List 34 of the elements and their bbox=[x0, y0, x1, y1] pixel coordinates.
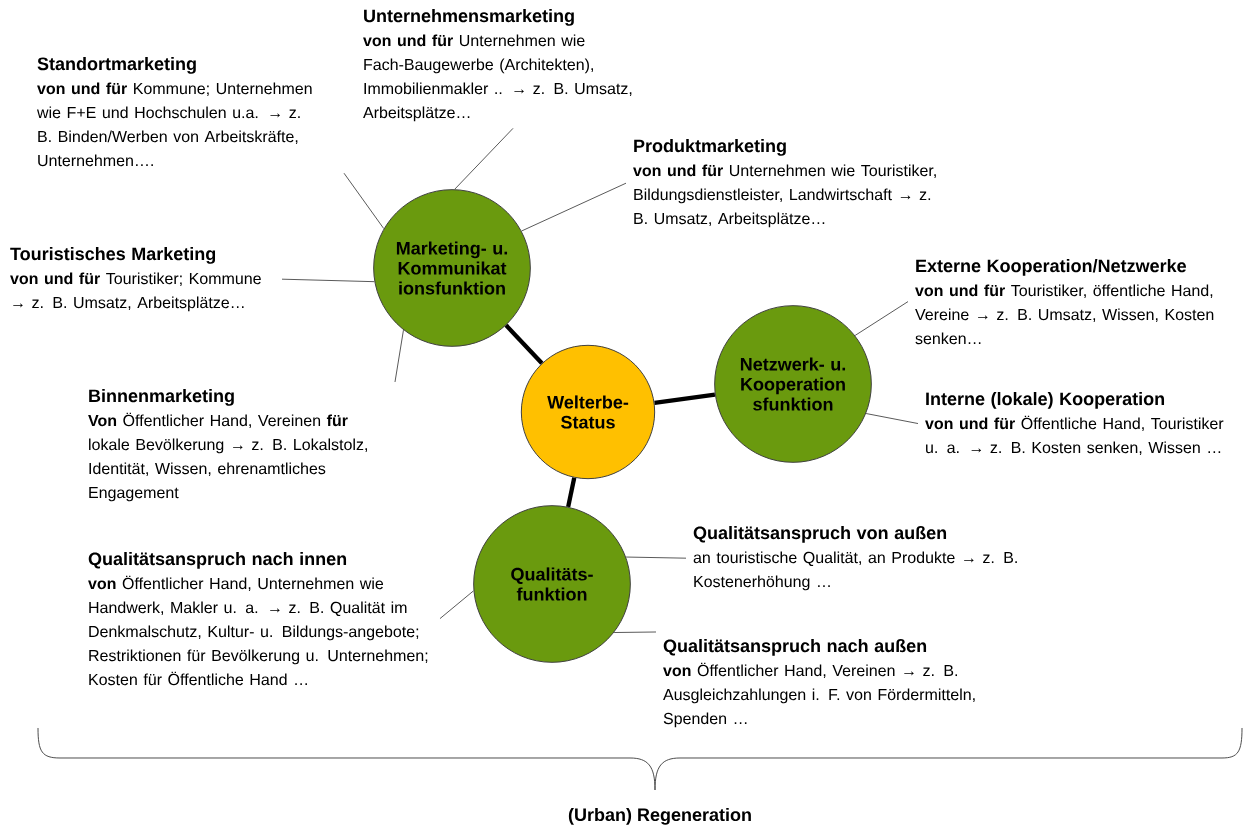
connector-line bbox=[504, 323, 544, 365]
description-text: von und für Öffentliche Hand, Touristiker u. a. → z. B. Kosten senken, Wissen … bbox=[925, 415, 1224, 456]
description-text: von und für Unternehmen wie Touristiker, Bildungsdienstleister, Landwirtschaft → z. B. Umsatz, Arbeitsplätze… bbox=[633, 164, 936, 228]
heading-text: Qualitätsanspruch von außen bbox=[693, 526, 947, 543]
description-text: von und für Touristiker; Kommune → z. B. Umsatz, Arbeitsplätze… bbox=[10, 272, 261, 312]
leader-line bbox=[439, 590, 474, 620]
heading-text: Qualitätsanspruch nach innen bbox=[88, 552, 347, 569]
leader-line bbox=[281, 278, 375, 283]
leader-line bbox=[394, 329, 404, 383]
brace-label: (Urban) Regeneration bbox=[568, 807, 751, 825]
leader-line bbox=[854, 301, 909, 336]
heading-text: Unternehmensmarketing bbox=[364, 9, 574, 26]
leader-line bbox=[521, 182, 627, 232]
connector-line bbox=[654, 392, 716, 406]
heading-text: Binnenmarketing bbox=[89, 389, 234, 406]
heading-text: Standortmarketing bbox=[37, 57, 196, 74]
description-text: von Öffentlicher Hand, Unternehmen wie Handwerk, Makler u. a. → z. B. Qualität im Denkmalschutz, Kultur- u. Bildungs-angebote; Restriktionen für Bevölkerung u. Unternehmen; Kosten für Öffentliche Hand … bbox=[88, 575, 428, 686]
connector-line bbox=[566, 477, 577, 508]
description-text: an touristische Qualität, an Produkte → z. B. Kostenerhöhung … bbox=[693, 551, 1017, 591]
heading-text: Qualitätsanspruch nach außen bbox=[663, 639, 927, 656]
description-text: von und für Kommune; Unternehmen wie F+E und Hochschulen u.a. → z. B. Binden/Werben von Arbeitskräfte, Unternehmen…. bbox=[37, 82, 312, 167]
description-text: von und für Touristiker, öffentliche Hand, Vereine → z. B. Umsatz, Wissen, Kosten senken… bbox=[915, 284, 1214, 345]
description-text: Von Öffentlicher Hand, Vereinen für lokale Bevölkerung → z. B. Lokalstolz, Identität, Wissen, ehrenamtliches Engagement bbox=[88, 412, 367, 502]
leader-line bbox=[613, 631, 657, 634]
heading-text: Produktmarketing bbox=[634, 139, 786, 156]
description-text: von Öffentlicher Hand, Vereinen → z. B. Ausgleichzahlungen i. F. von Fördermitteln, Spenden … bbox=[663, 662, 975, 728]
heading-text: Externe Kooperation/Netzwerke bbox=[916, 259, 1186, 276]
heading-text: Interne (lokale) Kooperation bbox=[926, 392, 1164, 409]
leader-line bbox=[865, 413, 919, 425]
description-text: von und für Unternehmen wie Fach-Baugewerbe (Architekten), Immobilienmakler .. → z. B. Umsatz, Arbeitsplätze… bbox=[363, 34, 632, 122]
leader-line bbox=[454, 127, 514, 190]
leader-line bbox=[343, 172, 385, 230]
leader-line bbox=[625, 556, 687, 559]
heading-text: Touristisches Marketing bbox=[10, 247, 216, 264]
